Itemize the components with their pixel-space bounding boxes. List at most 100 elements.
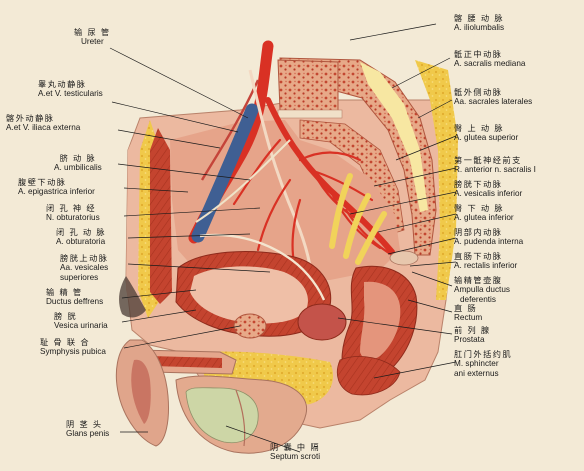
label-vesicales-superiores: 膀胱上动脉 Aa. vesicales superiores bbox=[60, 254, 108, 282]
label-sacralis-nerve-zh: 第一骶神经前支 bbox=[454, 156, 522, 165]
label-testicular-zh: 睾丸动静脉 bbox=[38, 80, 87, 89]
label-vesicalis-inferior: 膀胱下动脉 A. vesicalis inferior bbox=[454, 180, 522, 199]
label-septum-scroti: 阴 囊 中 隔 Septum scroti bbox=[270, 443, 320, 462]
label-n-obturatorius-zh: 闭 孔 神 经 bbox=[46, 204, 97, 213]
glans-inner bbox=[131, 359, 151, 424]
label-sphincter-zh: 肛门外括约肌 bbox=[454, 350, 513, 359]
label-sacrales-laterales: 骶外侧动脉 Aa. sacrales laterales bbox=[454, 88, 532, 107]
label-glutea-superior: 臀 上 动 脉 A. glutea superior bbox=[454, 124, 518, 143]
label-glans: 阴 茎 头 Glans penis bbox=[66, 420, 109, 439]
label-ampulla-zh: 输精管壶腹 bbox=[454, 276, 503, 285]
label-symphysis: 耻 骨 联 合 Symphysis pubica bbox=[40, 338, 106, 357]
label-rectalis-zh: 直肠下动脉 bbox=[454, 252, 503, 261]
label-ampulla-la2: deferentis bbox=[460, 294, 496, 304]
label-vesicalis-inferior-zh: 膀胱下动脉 bbox=[454, 180, 503, 189]
label-umbilicalis: 脐 动 脉 A. umbilicalis bbox=[54, 154, 102, 173]
bladder-lumen bbox=[190, 266, 308, 324]
label-ductus-deferens: 输 精 管 Ductus deffrens bbox=[46, 288, 103, 307]
pubic-symphysis bbox=[233, 313, 267, 339]
label-iliolumbalis-la: A. iliolumbalis bbox=[454, 23, 505, 33]
label-ampulla-la: Ampulla ductus bbox=[454, 285, 510, 295]
obturator-nerve bbox=[195, 139, 291, 223]
rectus-abdominis bbox=[150, 128, 172, 304]
label-glutea-inferior: 臀 下 动 脉 A. glutea inferior bbox=[454, 204, 514, 223]
label-iliaca-externa-zh: 髂外动静脉 bbox=[6, 114, 55, 123]
label-n-obturatorius-la: N. obturatorius bbox=[46, 213, 100, 223]
label-sacralis-mediana-zh: 骶正中动脉 bbox=[454, 50, 503, 59]
label-sphincter-la: M. sphincter bbox=[454, 359, 499, 369]
label-septum-scroti-la: Septum scroti bbox=[270, 452, 321, 462]
label-symphysis-la: Symphysis pubica bbox=[40, 347, 106, 357]
label-a-obturatoria-la: A. obturatoria bbox=[56, 237, 106, 247]
label-vesica: 膀 胱 Vesica urinaria bbox=[54, 312, 108, 331]
corpus-cavernosum bbox=[150, 356, 222, 368]
sacral-nerves bbox=[329, 173, 387, 265]
label-testicular-la: A.et V. testicularis bbox=[38, 89, 103, 99]
label-glutea-superior-zh: 臀 上 动 脉 bbox=[454, 124, 505, 133]
label-pudenda: 阴部内动脉 A. pudenda interna bbox=[454, 228, 523, 247]
label-epigastrica: 腹壁下动脉 A. epigastrica inferior bbox=[18, 178, 95, 197]
label-testicular: 睾丸动静脉 A.et V. testicularis bbox=[38, 80, 103, 99]
label-glans-la: Glans penis bbox=[66, 429, 110, 439]
label-ureter-la: Ureter bbox=[80, 37, 104, 47]
label-n-obturatorius: 闭 孔 神 经 N. obturatorius bbox=[46, 204, 100, 223]
label-ureter-zh: 输 尿 管 bbox=[74, 28, 111, 37]
label-vesicales-superiores-la2: superiores bbox=[60, 272, 99, 282]
label-rectum-la: Rectum bbox=[454, 313, 483, 323]
label-prostata-zh: 前 列 腺 bbox=[454, 326, 491, 335]
label-umbilicalis-la: A. umbilicalis bbox=[54, 163, 102, 173]
label-sacralis-nerve: 第一骶神经前支 R. anterior n. sacralis I bbox=[454, 156, 536, 175]
label-pudenda-zh: 阴部内动脉 bbox=[454, 228, 503, 237]
label-vesicalis-inferior-la: A. vesicalis inferior bbox=[454, 189, 523, 199]
label-vesicales-superiores-zh: 膀胱上动脉 bbox=[60, 254, 109, 263]
ampulla bbox=[389, 250, 419, 266]
label-glutea-inferior-la: A. glutea inferior bbox=[454, 213, 514, 223]
ductus-deferens-course bbox=[199, 233, 326, 301]
testicular-vessels bbox=[200, 79, 260, 181]
label-rectalis-la: A. rectalis inferior bbox=[454, 261, 518, 271]
scrotal-septum bbox=[235, 389, 246, 447]
leader-lines bbox=[109, 23, 457, 453]
label-iliaca-externa-la: A.et V. iliaca externa bbox=[6, 123, 81, 133]
label-vesicales-superiores-la: Aa. vesicales bbox=[60, 263, 109, 273]
label-septum-scroti-zh: 阴 囊 中 隔 bbox=[270, 443, 321, 452]
intervertebral-disc bbox=[277, 109, 343, 119]
label-a-obturatoria-zh: 闭 孔 动 脉 bbox=[56, 228, 107, 237]
label-glans-zh: 阴 茎 头 bbox=[66, 420, 103, 429]
label-sacralis-mediana: 骶正中动脉 A. sacralis mediana bbox=[454, 50, 525, 69]
label-iliolumbalis: 髂 腰 动 脉 A. iliolumbalis bbox=[454, 14, 504, 33]
label-sacrales-laterales-zh: 骶外侧动脉 bbox=[454, 88, 503, 97]
label-sacralis-nerve-la: R. anterior n. sacralis I bbox=[454, 165, 536, 175]
sacral-canal bbox=[360, 62, 428, 212]
prostate bbox=[297, 303, 347, 341]
label-sacrales-laterales-la: Aa. sacrales laterales bbox=[454, 97, 533, 107]
label-iliolumbalis-zh: 髂 腰 动 脉 bbox=[454, 14, 505, 23]
label-glutea-inferior-zh: 臀 下 动 脉 bbox=[454, 204, 505, 213]
external-iliac-vein bbox=[191, 103, 259, 243]
label-sphincter: 肛门外括约肌 M. sphincter ani externus bbox=[454, 350, 512, 378]
label-ductus-deferens-la: Ductus deffrens bbox=[46, 297, 104, 307]
label-ureter: 输 尿 管 Ureter bbox=[74, 28, 111, 47]
label-epigastrica-la: A. epigastrica inferior bbox=[18, 187, 95, 197]
label-vesica-la: Vesica urinaria bbox=[54, 321, 108, 331]
label-rectum-zh: 直 肠 bbox=[454, 304, 478, 313]
label-vesica-zh: 膀 胱 bbox=[54, 312, 78, 321]
label-pudenda-la: A. pudenda interna bbox=[454, 237, 524, 247]
anal-sphincter bbox=[336, 356, 401, 396]
label-sphincter-la2: ani externus bbox=[454, 368, 499, 378]
label-sacralis-mediana-la: A. sacralis mediana bbox=[454, 59, 526, 69]
rectal-lumen bbox=[360, 281, 401, 360]
label-rectalis: 直肠下动脉 A. rectalis inferior bbox=[454, 252, 517, 271]
lumbar-vertebra bbox=[277, 59, 339, 113]
label-symphysis-zh: 耻 骨 联 合 bbox=[40, 338, 91, 347]
label-epigastrica-zh: 腹壁下动脉 bbox=[18, 178, 67, 187]
label-iliaca-externa: 髂外动静脉 A.et V. iliaca externa bbox=[6, 114, 80, 133]
label-prostata: 前 列 腺 Prostata bbox=[454, 326, 491, 345]
label-ductus-deferens-zh: 输 精 管 bbox=[46, 288, 83, 297]
label-prostata-la: Prostata bbox=[454, 335, 485, 345]
label-rectum: 直 肠 Rectum bbox=[454, 304, 482, 323]
label-ampulla: 输精管壶腹 Ampulla ductus deferentis bbox=[454, 276, 510, 304]
label-glutea-superior-la: A. glutea superior bbox=[454, 133, 519, 143]
label-umbilicalis-zh: 脐 动 脉 bbox=[59, 154, 97, 163]
